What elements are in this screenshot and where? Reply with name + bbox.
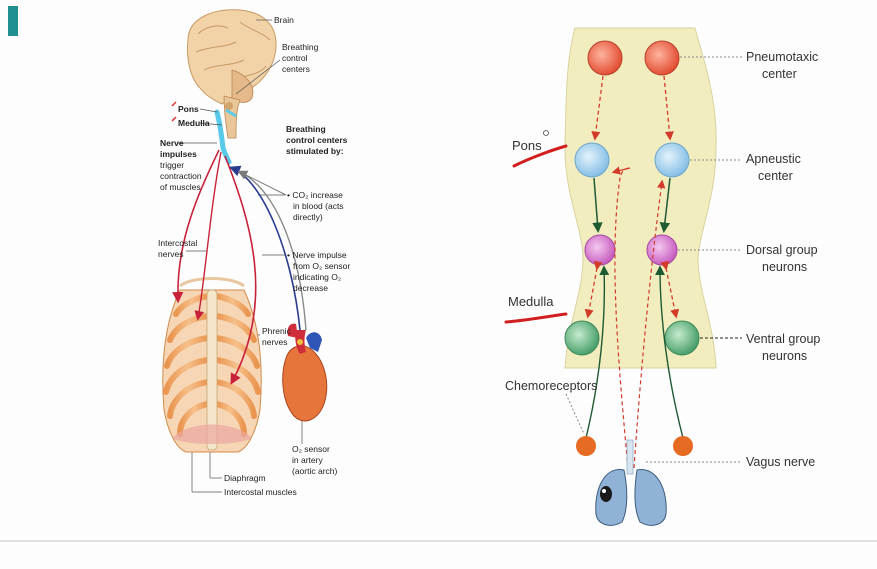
vagus-label: Vagus nerve [746,455,815,469]
lungs-illustration [596,440,666,525]
brain-illustration [188,10,277,162]
left-medulla-label: Medulla [178,118,210,128]
co2-label-1: • CO₂ increase [287,190,343,200]
pneumotaxic-label-2: center [762,67,797,81]
ribcage-illustration [163,279,261,453]
breathing-centers-label-3: centers [282,64,310,74]
o2-sensor-label-1: O₂ sensor [292,444,330,454]
phrenic-label-1: Phrenic [262,326,292,336]
chemoreceptor-right [673,436,693,456]
left-figure: Brain Breathing control centers Pons Med… [158,10,350,497]
pons-mark [172,102,176,106]
stimulated-by-label-1: Breathing [286,124,326,134]
ventral-node-left [565,321,599,355]
intercostal-muscles-label: Intercostal muscles [224,487,297,497]
nerve-o2-label-3: indicating O₂ [293,272,341,282]
right-pons-label: Pons [512,138,542,153]
chemoreceptor-left [576,436,596,456]
intercostal-nerves-label-1: Intercostal [158,238,197,248]
co2-label-3: directly) [293,212,323,222]
intercostal-nerves-label-2: nerves [158,249,184,259]
diaphragm-label: Diaphragm [224,473,266,483]
medulla-underline [506,314,566,322]
pneumotaxic-node-left [588,41,622,75]
dorsal-node-left [585,235,615,265]
chemoreceptors-label: Chemoreceptors [505,379,597,393]
ventral-label-1: Ventral group [746,332,820,346]
pneumotaxic-label-1: Pneumotaxic [746,50,818,64]
stimulated-by-label-2: control centers [286,135,348,145]
breathing-centers-label-1: Breathing [282,42,319,52]
right-medulla-label: Medulla [508,294,554,309]
ventral-label-2: neurons [762,349,807,363]
dorsal-label-1: Dorsal group [746,243,818,257]
breathing-centers-label-2: control [282,53,308,63]
nerve-impulses-label-4: contraction [160,171,202,181]
nerve-o2-label-2: from O₂ sensor [293,261,350,271]
right-figure: Pneumotaxic center Apneustic center Dors… [505,28,820,525]
nerve-o2-label-1: • Nerve impulse [287,250,347,260]
ventral-node-right [665,321,699,355]
apneustic-label-1: Apneustic [746,152,801,166]
nerve-impulses-label-1: Nerve [160,138,184,148]
phrenic-label-2: nerves [262,337,288,347]
pons-cursor-dot [544,131,549,136]
nerve-impulses-label-3: trigger [160,160,184,170]
nerve-impulses-label-2: impulses [160,149,197,159]
dorsal-node-right [647,235,677,265]
heart-illustration [283,324,327,421]
dorsal-label-2: neurons [762,260,807,274]
pneumotaxic-node-right [645,41,679,75]
apneustic-node-right [655,143,689,177]
o2-sensor-label-3: (aortic arch) [292,466,338,476]
brain-label: Brain [274,15,294,25]
co2-label-2: in blood (acts [293,201,344,211]
brainstem-shape [565,28,716,368]
left-pons-label: Pons [178,104,199,114]
stimulated-by-label-3: stimulated by: [286,146,344,156]
apneustic-label-2: center [758,169,793,183]
nerve-impulses-label-5: of muscles [160,182,201,192]
medulla-mark [172,117,176,121]
apneustic-node-left [575,143,609,177]
o2-sensor-label-2: in artery [292,455,323,465]
nerve-o2-label-4: decrease [293,283,328,293]
